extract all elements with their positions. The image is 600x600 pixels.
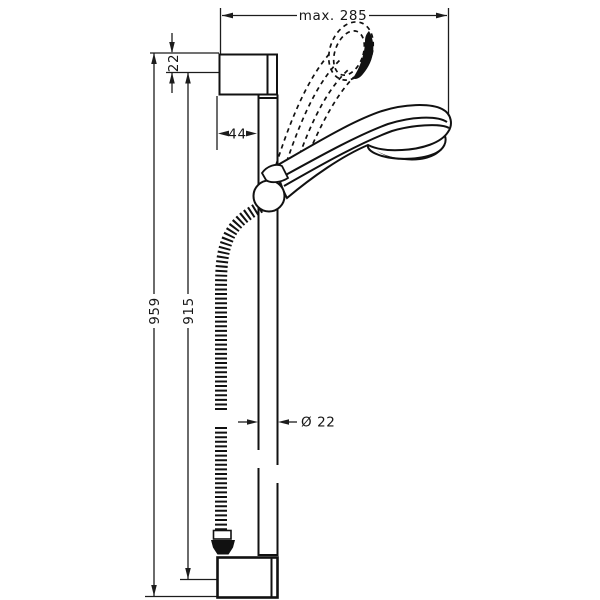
dim-hole-spacing: 915 [181,297,197,325]
dim-wall-to-bar: 44 [228,127,246,143]
spray-face [366,135,447,160]
bottom-bracket [216,556,279,599]
top-bracket [218,53,278,96]
dim-top-offset: 22 [166,54,182,72]
hose-nut [211,540,235,555]
slide-bar [257,94,279,556]
dimension-labels: max. 285 22 44 959 915 Ø 22 [147,8,367,431]
shower-hose [211,201,264,555]
dim-total-length: 959 [147,297,163,325]
hand-shower [274,104,452,200]
pivot-cone [260,163,290,184]
dim-bar-diameter: Ø 22 [301,415,336,431]
dashed-head-shadow [353,31,374,79]
dimension-lines [145,8,450,598]
hose-end-fitting [212,529,232,540]
slider-pivot [252,163,290,213]
dim-max-width: max. 285 [299,8,368,24]
